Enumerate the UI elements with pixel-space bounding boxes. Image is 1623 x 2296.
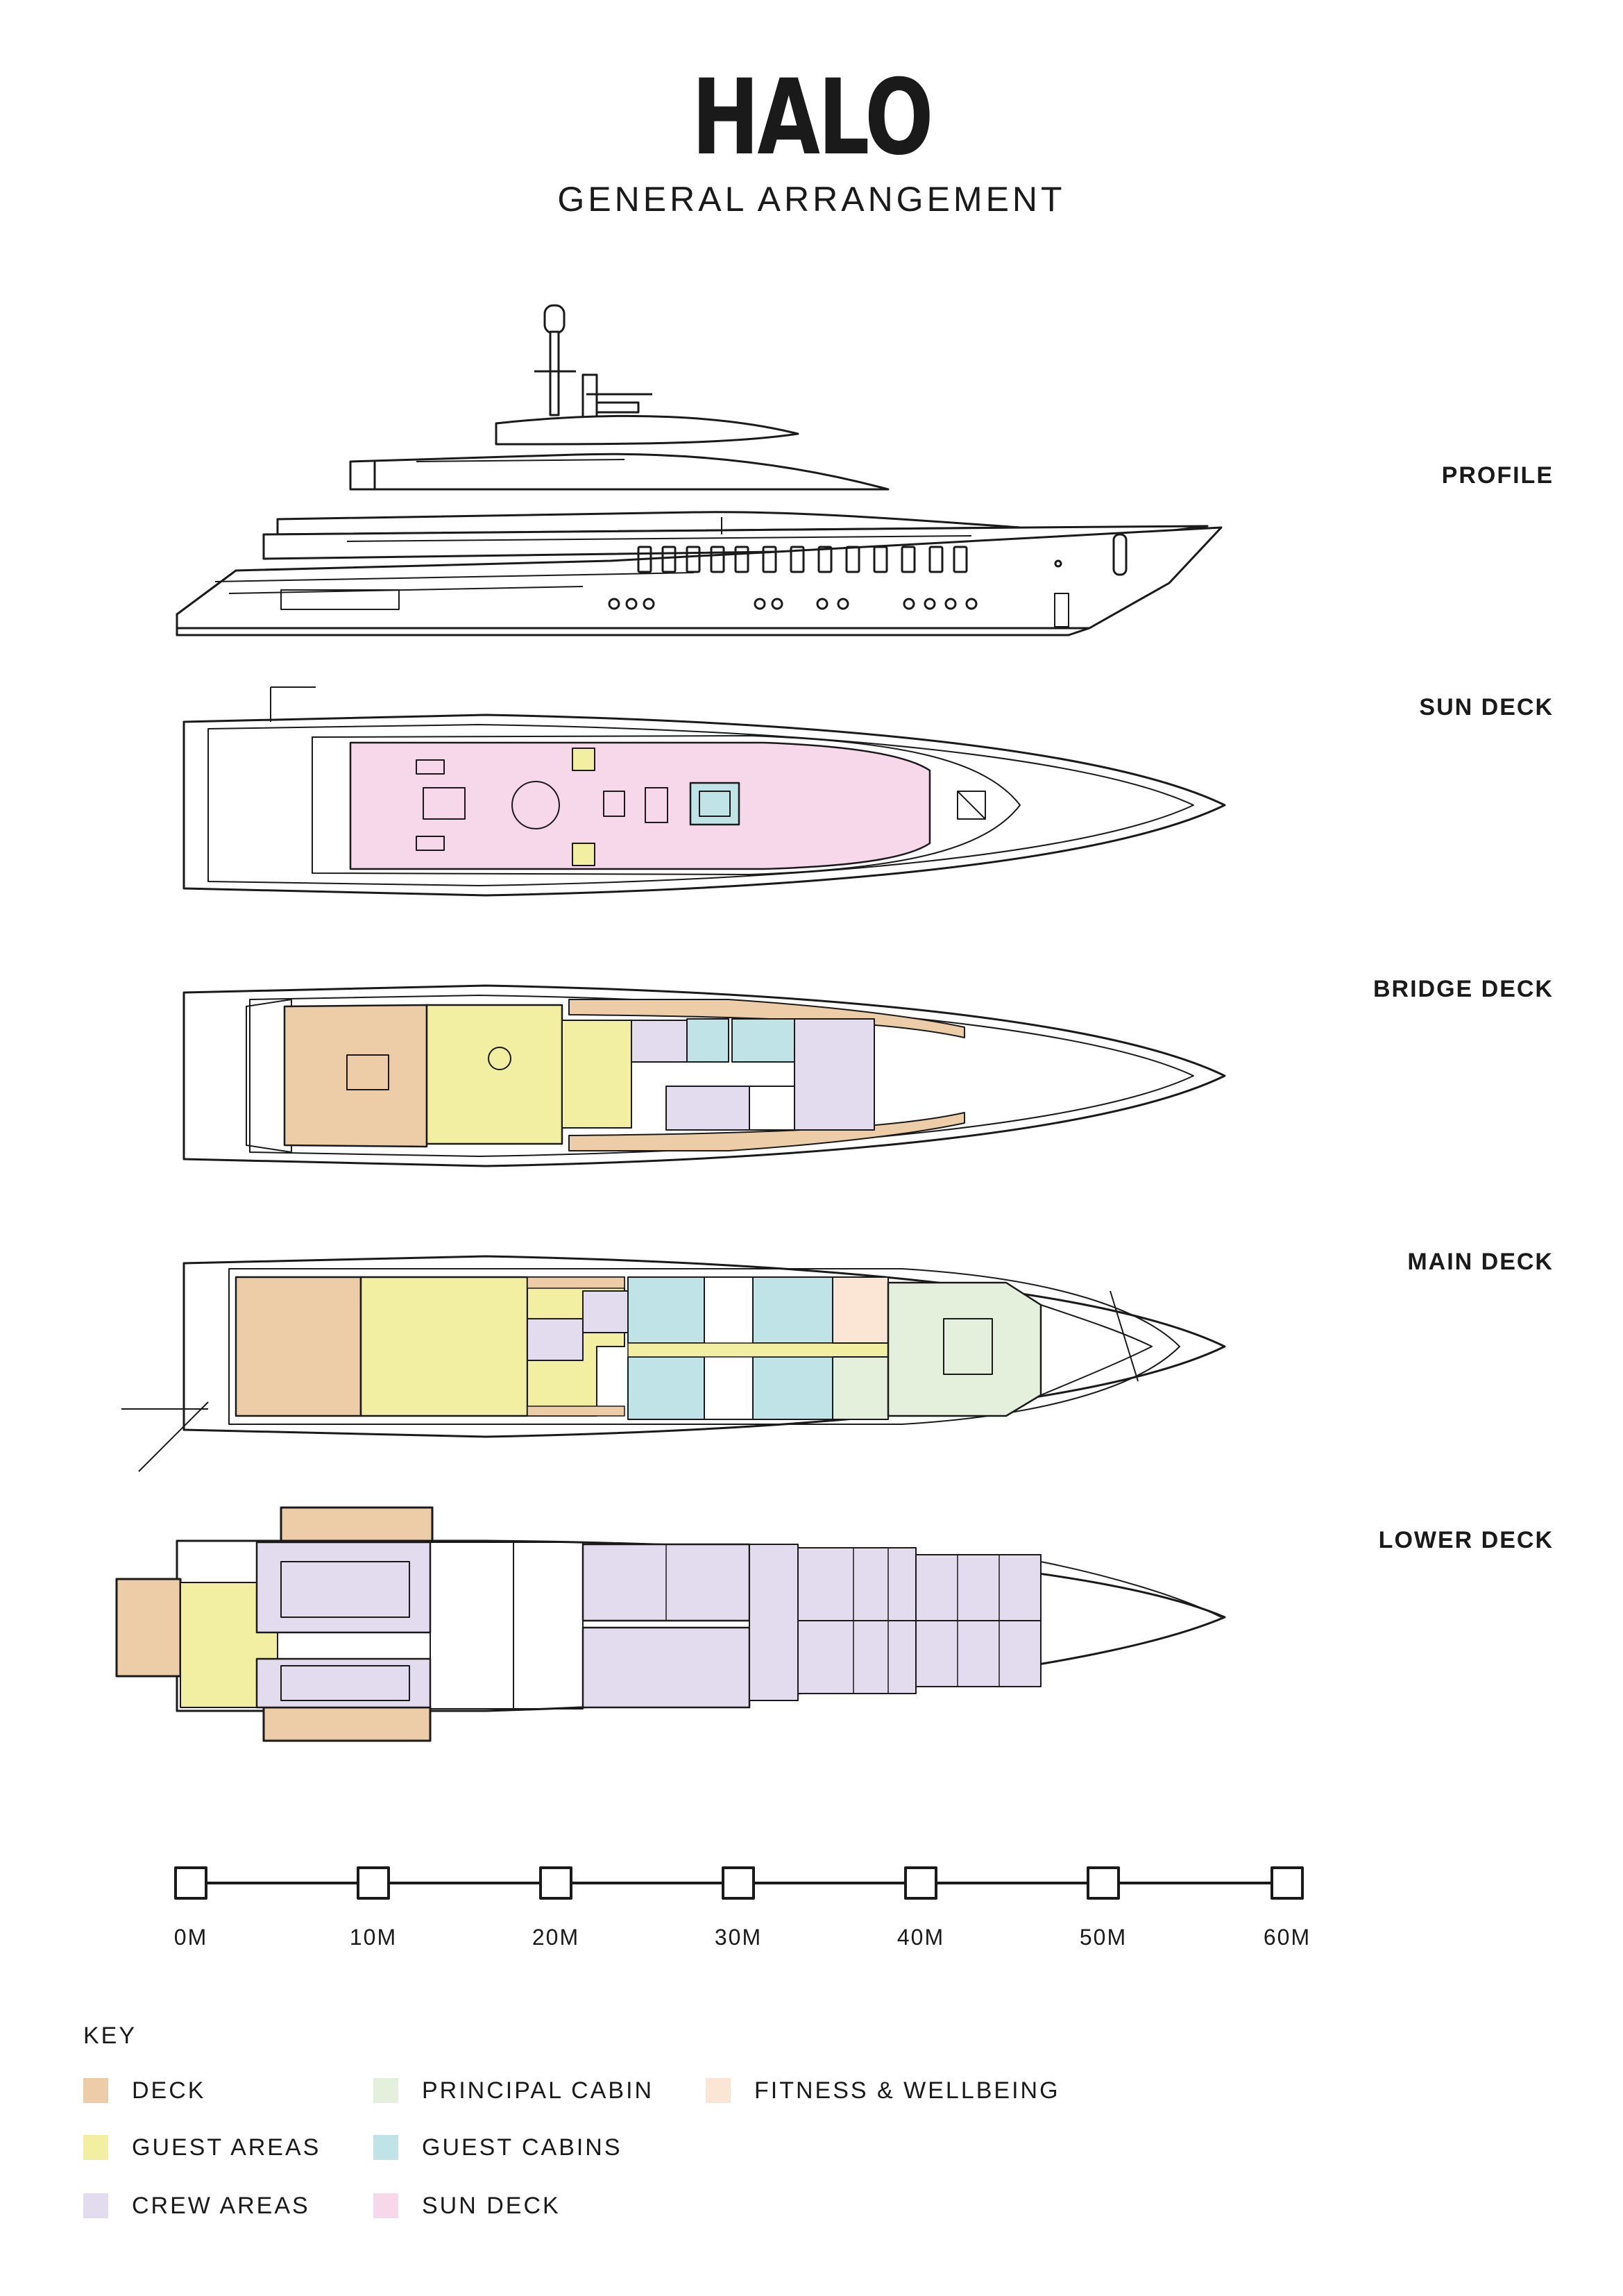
- key-swatch-fitness-wellbeing: [706, 2078, 731, 2103]
- page-subtitle: GENERAL ARRANGEMENT: [557, 180, 1066, 219]
- main-deck-plan: [121, 1255, 1226, 1472]
- scale-label-30: 30M: [714, 1925, 763, 1950]
- key-label-deck: DECK: [132, 2077, 206, 2104]
- key-label-sun-deck: SUN DECK: [422, 2193, 561, 2219]
- scale-bar: [174, 1866, 1304, 1900]
- key-item-guest-areas: GUEST AREAS: [83, 2130, 321, 2165]
- key-label-guest-areas: GUEST AREAS: [132, 2134, 321, 2161]
- scale-tick-5: [1087, 1866, 1120, 1900]
- key-swatch-crew-areas: [83, 2193, 108, 2218]
- key-label-guest-cabins: GUEST CABINS: [422, 2134, 622, 2161]
- key-swatch-sun-deck: [373, 2193, 398, 2218]
- key-swatch-guest-areas: [83, 2135, 108, 2160]
- scale-label-10: 10M: [349, 1925, 398, 1950]
- scale-tick-4: [904, 1866, 937, 1900]
- deck-label-main-deck: MAIN DECK: [1407, 1249, 1554, 1275]
- key-item-guest-cabins: GUEST CABINS: [373, 2130, 622, 2165]
- key-item-fitness-wellbeing: FITNESS & WELLBEING: [706, 2073, 1060, 2108]
- scale-tick-1: [357, 1866, 390, 1900]
- key-item-crew-areas: CREW AREAS: [83, 2188, 310, 2223]
- deck-label-bridge-deck: BRIDGE DECK: [1373, 976, 1554, 1002]
- scale-tick-6: [1271, 1866, 1304, 1900]
- key-item-principal-cabin: PRINCIPAL CABIN: [373, 2073, 654, 2108]
- key-swatch-principal-cabin: [373, 2078, 398, 2103]
- scale-label-20: 20M: [532, 1925, 580, 1950]
- deck-label-profile: PROFILE: [1441, 462, 1554, 489]
- bridge-deck-plan: [182, 984, 1226, 1167]
- hull-windows: [608, 533, 1128, 627]
- key-label-crew-areas: CREW AREAS: [132, 2193, 310, 2219]
- key-swatch-guest-cabins: [373, 2135, 398, 2160]
- scale-label-0: 0M: [173, 1925, 208, 1950]
- scale-tick-0: [174, 1866, 207, 1900]
- key-item-deck: DECK: [83, 2073, 205, 2108]
- page-title: HALO: [691, 58, 934, 178]
- deck-label-lower-deck: LOWER DECK: [1378, 1527, 1554, 1553]
- profile-view: [176, 304, 1223, 636]
- scale-label-40: 40M: [897, 1925, 945, 1950]
- scale-tick-2: [539, 1866, 572, 1900]
- deck-label-sun-deck: SUN DECK: [1419, 694, 1554, 720]
- lower-deck-plan: [115, 1506, 1226, 1742]
- key-label-principal-cabin: PRINCIPAL CABIN: [422, 2077, 654, 2104]
- deck-plans-drawing: [115, 304, 1304, 1900]
- key-heading: KEY: [83, 2023, 137, 2049]
- radar-mast: [534, 304, 652, 425]
- sun-deck-plan: [182, 686, 1226, 897]
- scale-label-60: 60M: [1263, 1925, 1311, 1950]
- scale-tick-3: [722, 1866, 755, 1900]
- key-swatch-deck: [83, 2078, 108, 2103]
- scale-label-50: 50M: [1079, 1925, 1128, 1950]
- key-label-fitness-wellbeing: FITNESS & WELLBEING: [754, 2077, 1060, 2104]
- key-item-sun-deck: SUN DECK: [373, 2188, 561, 2223]
